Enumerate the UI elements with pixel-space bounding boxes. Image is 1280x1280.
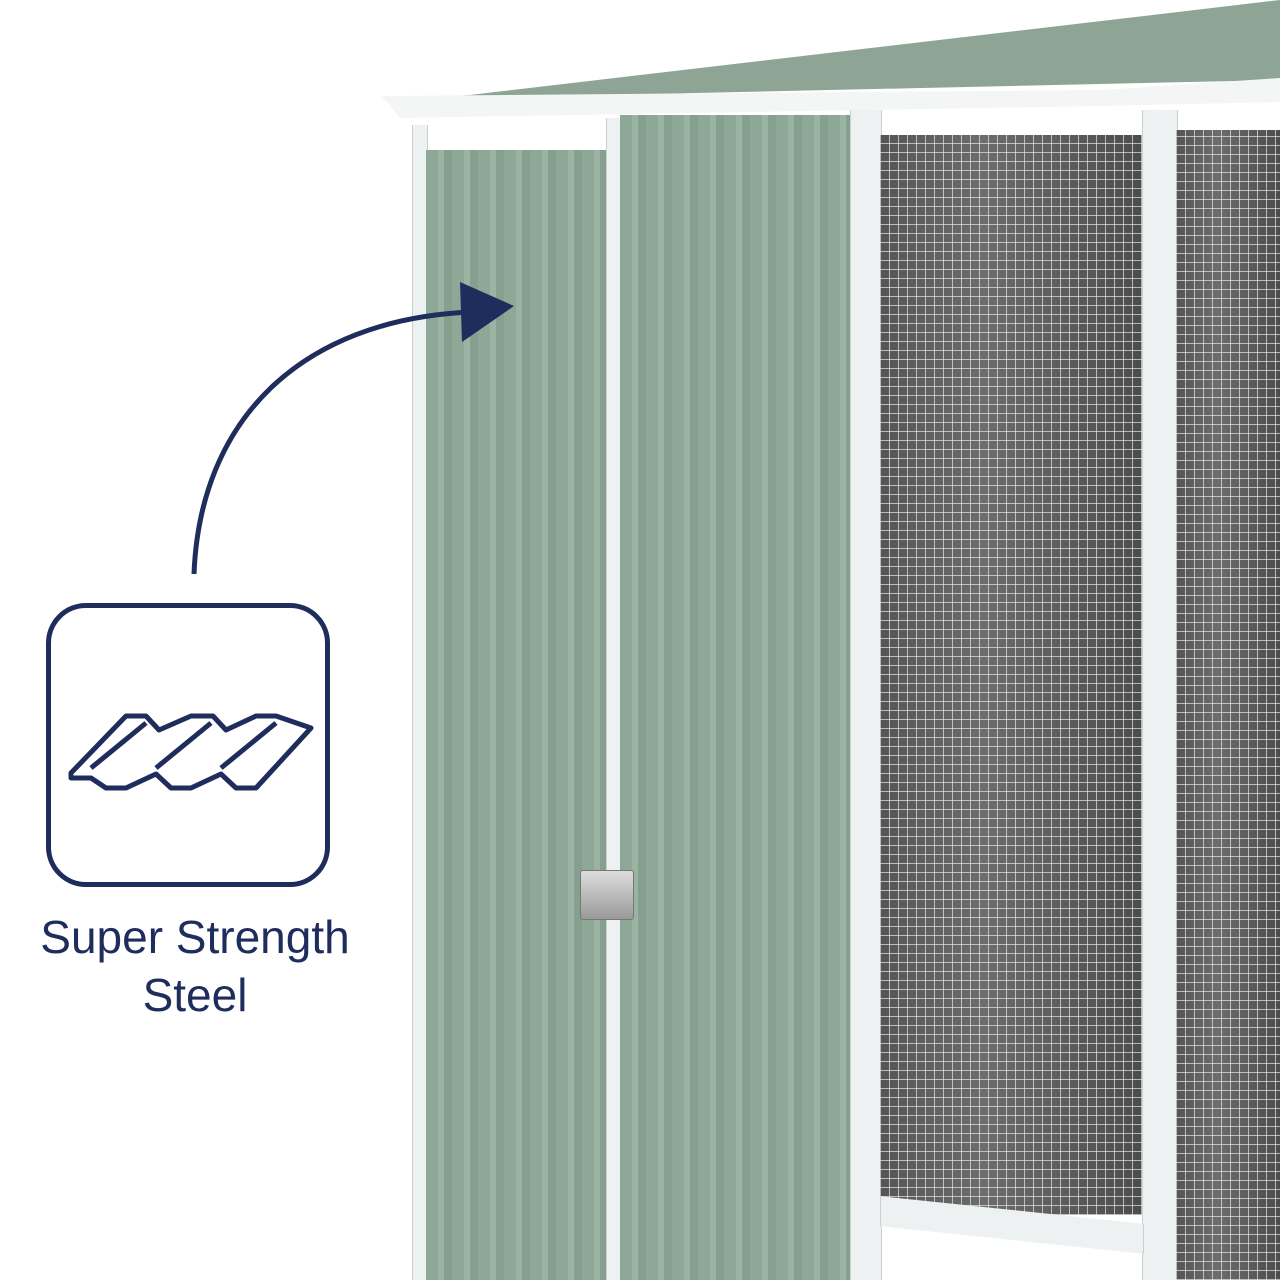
wire-mesh-panel <box>880 135 1142 1215</box>
door-panel <box>426 150 606 1280</box>
feature-caption: Super Strength Steel <box>0 908 390 1024</box>
caption-line-1: Super Strength <box>40 911 350 963</box>
mesh-frame-left <box>850 110 882 1280</box>
wall-panel <box>620 115 850 1280</box>
wire-mesh-panel-2 <box>1176 130 1280 1280</box>
door-latch[interactable] <box>580 870 634 920</box>
caption-line-2: Steel <box>142 969 248 1021</box>
corrugated-steel-sheet-icon <box>68 713 314 791</box>
feature-icon-box <box>46 603 330 887</box>
